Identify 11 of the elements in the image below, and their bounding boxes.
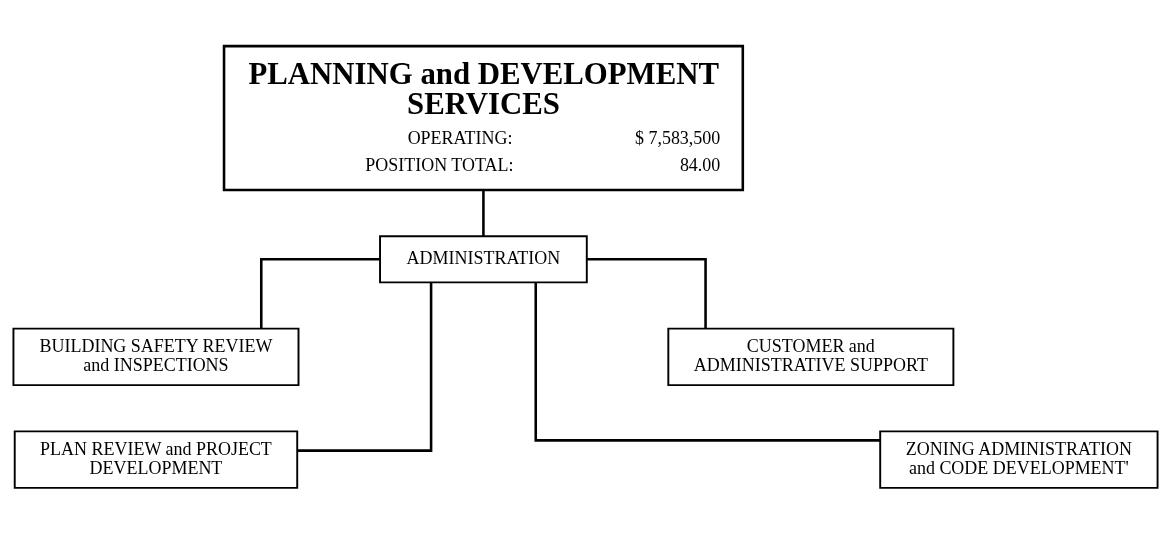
node-box: BUILDING SAFETY REVIEW and INSPECTIONS <box>12 327 300 386</box>
node-box: PLAN REVIEW and PROJECT DEVELOPMENT <box>13 429 299 489</box>
connector <box>587 257 707 328</box>
connector <box>534 282 881 442</box>
connector <box>482 189 485 236</box>
node-box: ADMINISTRATION <box>379 234 588 283</box>
node-box: PLANNING and DEVELOPMENT SERVICES OPERATING: $ 7,583,500 POSITION TOTAL: 84.00 <box>222 44 745 191</box>
connector <box>260 257 380 328</box>
node-box: ZONING ADMINISTRATION and CODE DEVELOPMENT' <box>879 429 1159 489</box>
node-box: CUSTOMER and ADMINISTRATIVE SUPPORT <box>667 327 955 386</box>
connector <box>297 282 433 452</box>
